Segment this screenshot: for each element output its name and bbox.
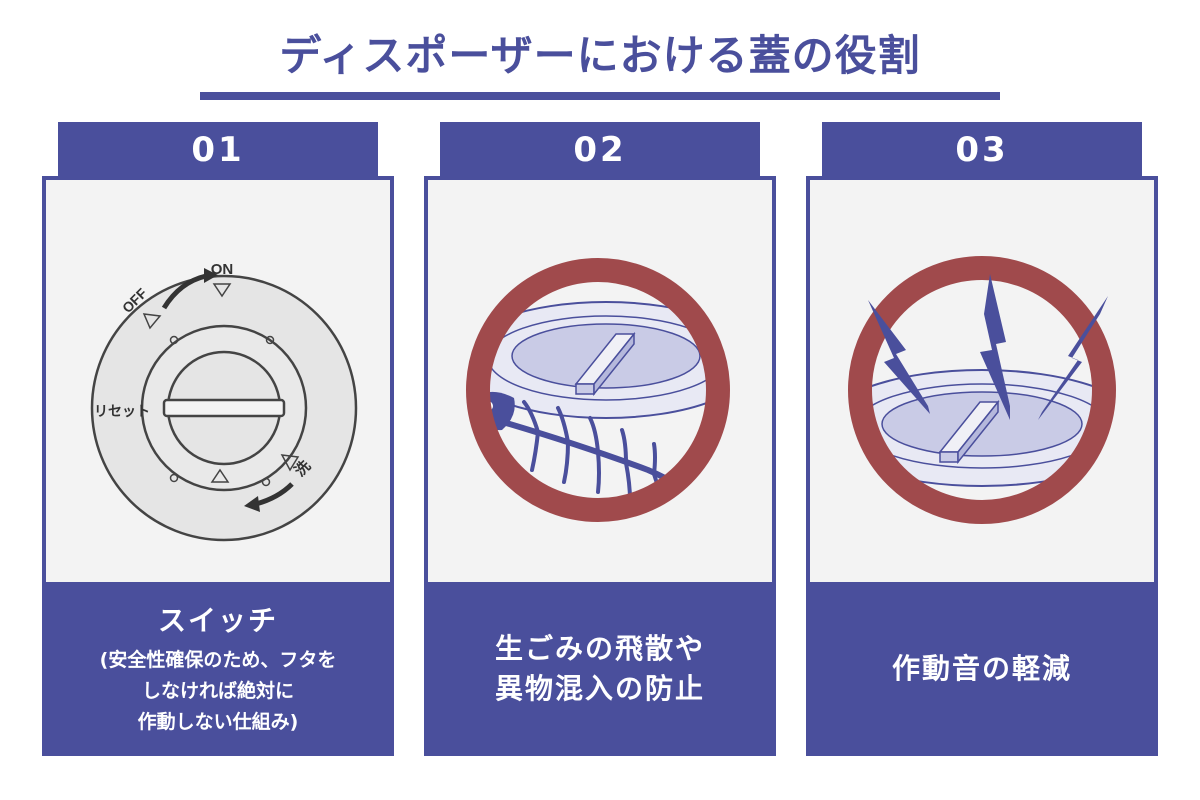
- card-illustration: [428, 180, 772, 582]
- lid-handle-side: [939, 451, 959, 463]
- card-illustration: ON OFF リセット 洗: [46, 180, 390, 582]
- screw-hole: [261, 477, 271, 487]
- screw-hole: [265, 335, 275, 345]
- fish-tail: [690, 475, 718, 510]
- caption-title: 作動音の軽減: [891, 652, 1072, 685]
- card-caption: 作動音の軽減: [806, 582, 1158, 756]
- arrow-head-icon: [204, 268, 218, 283]
- arrow-to-on-icon: [161, 273, 207, 310]
- card-frame: ON OFF リセット 洗 スイッチ (安全性確保のため、フタを しなければ絶対…: [42, 176, 394, 756]
- lightning-bolt-icon: [980, 274, 1010, 420]
- card-number: 01: [58, 122, 378, 178]
- lid-noise-illustration: [848, 256, 1116, 524]
- lid-groove: [860, 383, 1104, 469]
- lid-handle-side: [575, 383, 595, 395]
- caption-detail-line: しなければ絶対に: [141, 679, 294, 702]
- caption-detail: (安全性確保のため、フタを しなければ絶対に 作動しない仕組み): [100, 645, 337, 738]
- lid-handle-side: [593, 331, 635, 397]
- lid-fishbone-illustration: [466, 258, 730, 522]
- screw-hole: [169, 335, 179, 345]
- switch-dial-illustration: ON OFF リセット 洗: [90, 261, 358, 542]
- caption-detail-line: (安全性確保のため、フタを: [99, 648, 337, 671]
- wash-marker-icon: [280, 454, 300, 472]
- lightning-bolt-icon: [1038, 296, 1108, 420]
- card-frame: 生ごみの飛散や 異物混入の防止: [424, 176, 776, 756]
- prohibition-ring-icon: [848, 256, 1116, 524]
- lid-scene: [860, 369, 1104, 487]
- arrow-to-wash-icon: [255, 482, 294, 507]
- off-marker-icon: [142, 313, 162, 330]
- on-label: ON: [211, 261, 234, 278]
- card-caption: スイッチ (安全性確保のため、フタを しなければ絶対に 作動しない仕組み): [42, 582, 394, 756]
- lid-scene: [478, 301, 718, 510]
- on-marker-icon: [212, 283, 232, 298]
- card-number: 02: [440, 122, 760, 178]
- knob-marker-icon: [210, 468, 230, 483]
- title-underline: [200, 92, 1000, 100]
- screw-hole: [169, 473, 179, 483]
- card-noise-reduction: 03 作動音の軽減: [806, 122, 1158, 756]
- card-caption: 生ごみの飛散や 異物混入の防止: [424, 582, 776, 756]
- caption-detail-line: 作動しない仕組み): [137, 710, 299, 733]
- dial-knob-bar: [162, 398, 286, 418]
- card-scatter-prevention: 02: [424, 122, 776, 756]
- caption-title: スイッチ: [157, 603, 278, 637]
- arrow-head-icon: [244, 496, 260, 512]
- caption-title-line: 異物混入の防止: [494, 672, 705, 705]
- card-illustration: [810, 180, 1154, 582]
- lid-handle-side: [957, 399, 999, 465]
- lightning-bolt-icon: [868, 300, 930, 414]
- reset-label: リセット: [94, 404, 150, 420]
- card-switch: 01 ON OFF リセット 洗: [42, 122, 394, 756]
- page-title: ディスポーザーにおける蓋の役割: [279, 31, 921, 80]
- card-frame: 作動音の軽減: [806, 176, 1158, 756]
- card-number: 03: [822, 122, 1142, 178]
- caption-title-line: 生ごみの飛散や: [494, 632, 705, 665]
- prohibition-ring-icon: [466, 258, 730, 522]
